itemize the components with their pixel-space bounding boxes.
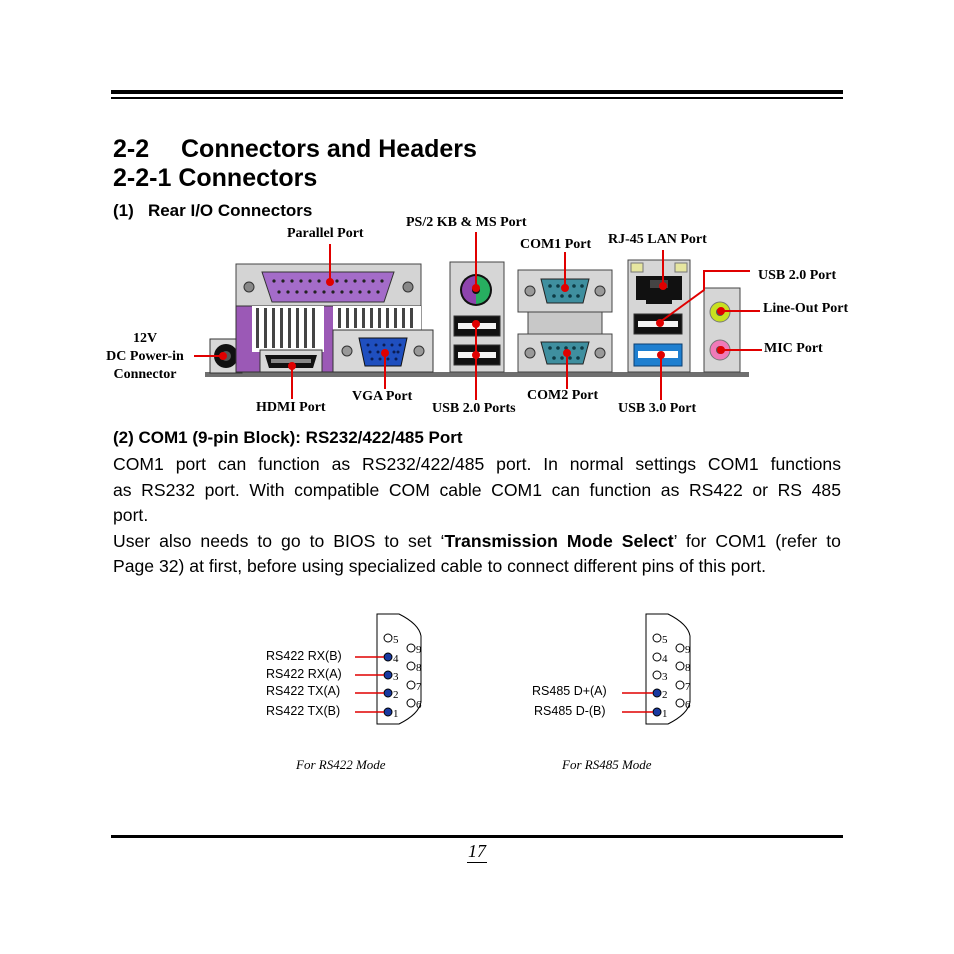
pin-number: 3 bbox=[393, 671, 399, 683]
rs485-lead-lines bbox=[622, 692, 653, 713]
para1-line3: port. bbox=[113, 505, 149, 526]
rs422-caption: For RS422 Mode bbox=[296, 757, 386, 772]
subsection-number: 2-2-1 bbox=[113, 164, 172, 192]
rs422-pin-label: RS422 RX(B) bbox=[266, 649, 342, 663]
pin-number: 4 bbox=[662, 653, 668, 665]
pin-number: 5 bbox=[662, 634, 668, 646]
label-usb20-port-right: USB 2.0 Port bbox=[758, 268, 837, 283]
db9-diagrams: 5 4 3 2 1 9 8 7 6 5 4 3 2 1 9 8 7 6 bbox=[355, 613, 691, 725]
callout-lines bbox=[194, 232, 762, 400]
header-rule-thick bbox=[111, 90, 843, 94]
rs422-lead-lines bbox=[355, 656, 384, 713]
subsection-heading: 2-2-1 Connectors bbox=[113, 164, 317, 193]
pin-number: 7 bbox=[416, 681, 422, 693]
section-title: Connectors and Headers bbox=[181, 135, 477, 163]
rs422-pin-label: RS422 TX(A) bbox=[266, 684, 341, 698]
com1-section-title: (2) COM1 (9-pin Block): RS232/422/485 Po… bbox=[113, 428, 463, 447]
label-usb30-port: USB 3.0 Port bbox=[618, 401, 697, 416]
pin-number: 9 bbox=[416, 644, 422, 656]
para2-text-post: ’ for COM1 (refer to bbox=[673, 530, 841, 551]
pin-number: 1 bbox=[393, 708, 399, 720]
label-lineout-port: Line-Out Port bbox=[763, 301, 849, 316]
rear-io-title: (1) Rear I/O Connectors bbox=[113, 201, 313, 220]
pin-number: 8 bbox=[416, 662, 422, 674]
pin-number: 5 bbox=[393, 634, 399, 646]
label-dc-line2: DC Power-in bbox=[106, 349, 184, 364]
pin-number: 6 bbox=[685, 699, 691, 711]
label-com2-port: COM2 Port bbox=[527, 388, 599, 403]
label-rj45-port: RJ-45 LAN Port bbox=[608, 232, 707, 247]
label-dc-power: 12V DC Power-in Connector bbox=[100, 330, 190, 384]
pin-number: 2 bbox=[393, 689, 399, 701]
pin-number: 8 bbox=[685, 662, 691, 674]
para2-line2: Page 32) at first, before using speciali… bbox=[113, 556, 766, 577]
label-mic-port: MIC Port bbox=[764, 341, 823, 356]
label-com1-port: COM1 Port bbox=[520, 237, 592, 252]
pin-number: 1 bbox=[662, 708, 668, 720]
section-number: 2-2 bbox=[113, 135, 150, 163]
vga-port-graphic bbox=[332, 329, 434, 373]
rs485-connector: 5 4 3 2 1 9 8 7 6 bbox=[645, 613, 691, 725]
rs422-connector: 5 4 3 2 1 9 8 7 6 bbox=[376, 613, 422, 725]
pin-number: 6 bbox=[416, 699, 422, 711]
rs485-pin-label: RS485 D-(B) bbox=[534, 704, 606, 718]
label-dc-line3: Connector bbox=[113, 367, 177, 382]
page-number: 17 bbox=[467, 841, 487, 863]
label-hdmi-port: HDMI Port bbox=[256, 400, 326, 415]
rear-io-diagram bbox=[194, 232, 762, 400]
label-dc-line1: 12V bbox=[132, 331, 158, 346]
pin-number: 9 bbox=[685, 644, 691, 656]
pin-number: 4 bbox=[393, 653, 399, 665]
footer-rule bbox=[111, 835, 843, 838]
para1-line2: as RS232 port. With compatible COM cable… bbox=[113, 479, 841, 500]
pin-number: 2 bbox=[662, 689, 668, 701]
rs485-pin-label: RS485 D+(A) bbox=[532, 684, 607, 698]
com1-paragraph: COM1 port can function as RS232/422/485 … bbox=[113, 452, 841, 580]
subsection-title: Connectors bbox=[178, 164, 318, 192]
label-vga-port: VGA Port bbox=[352, 389, 413, 404]
section-heading: 2-2 Connectors and Headers bbox=[113, 135, 477, 164]
pin-number: 3 bbox=[662, 671, 668, 683]
hdmi-port-graphic bbox=[259, 349, 323, 373]
label-ps2-port: PS/2 KB & MS Port bbox=[406, 215, 527, 230]
para2-bold-setting: Transmission Mode Select bbox=[444, 530, 674, 551]
label-parallel-port: Parallel Port bbox=[287, 226, 364, 241]
para1-line1: COM1 port can function as RS232/422/485 … bbox=[113, 454, 841, 474]
rs485-caption: For RS485 Mode bbox=[562, 757, 652, 772]
label-usb20-ports: USB 2.0 Ports bbox=[432, 401, 516, 416]
rs422-pin-label: RS422 TX(B) bbox=[266, 704, 341, 718]
para2-line1: User also needs to go to BIOS to set ‘Tr… bbox=[113, 529, 841, 555]
rs422-pin-label: RS422 RX(A) bbox=[266, 667, 342, 681]
para2-text-pre: User also needs to go to BIOS to set ‘ bbox=[113, 530, 445, 551]
pin-number: 7 bbox=[685, 681, 691, 693]
header-rule-thin bbox=[111, 97, 843, 99]
